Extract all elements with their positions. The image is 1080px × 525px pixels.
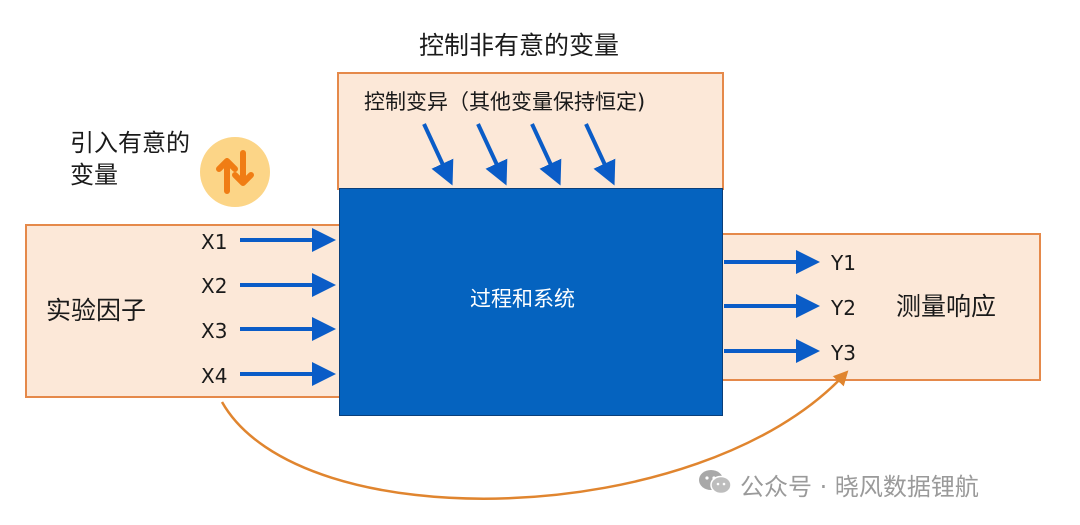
measured-response-label: 测量响应: [896, 292, 997, 321]
input-variable-x2: X2: [201, 274, 228, 298]
control-arrow-3: [530, 123, 562, 186]
output-variable-y1: Y1: [831, 251, 856, 275]
feedback-arc: [220, 370, 849, 500]
control-arrow-2: [476, 123, 508, 186]
watermark: 公众号 · 晓风数据锂航: [698, 467, 979, 502]
process-system-label: 过程和系统: [470, 287, 575, 311]
intentional-variable-label: 引入有意的变量: [70, 129, 190, 189]
watermark-text: 公众号 · 晓风数据锂航: [740, 473, 979, 501]
output-variable-y3: Y3: [831, 341, 856, 365]
control-arrow-4: [584, 123, 616, 186]
control-variation-label: 控制变异（其他变量保持恒定): [364, 90, 646, 114]
experimental-factors-label: 实验因子: [46, 296, 147, 325]
input-variable-x1: X1: [201, 230, 228, 254]
wechat-icon: [698, 468, 732, 502]
control-variation-box: [337, 72, 724, 190]
diagram-title: 控制非有意的变量: [419, 31, 620, 60]
process-system-box: [339, 188, 723, 416]
input-variable-x4: X4: [201, 364, 228, 388]
input-variable-x3: X3: [201, 319, 228, 343]
up-down-arrows-icon: [200, 137, 270, 207]
output-variable-y2: Y2: [831, 296, 856, 320]
control-arrow-1: [422, 123, 454, 186]
